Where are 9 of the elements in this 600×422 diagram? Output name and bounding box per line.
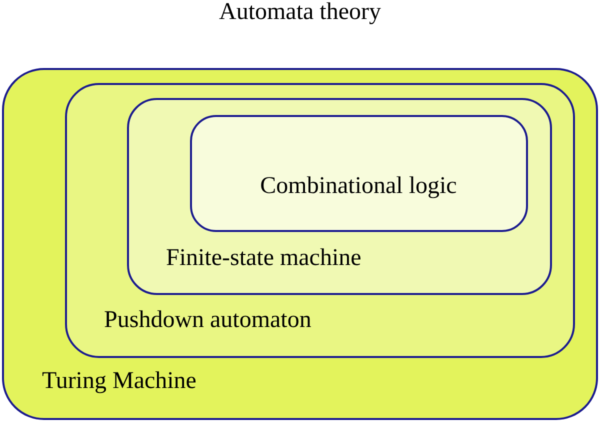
- box-label: Pushdown automaton: [104, 306, 312, 334]
- rounded-box: [65, 83, 575, 358]
- rounded-box: [127, 98, 552, 295]
- box-label: Turing Machine: [42, 367, 196, 395]
- box-label: Finite-state machine: [166, 244, 362, 272]
- diagram-title: Automata theory: [218, 0, 382, 26]
- box-label: Combinational logic: [259, 172, 458, 200]
- rounded-box: [190, 115, 528, 232]
- rounded-box: [2, 68, 598, 420]
